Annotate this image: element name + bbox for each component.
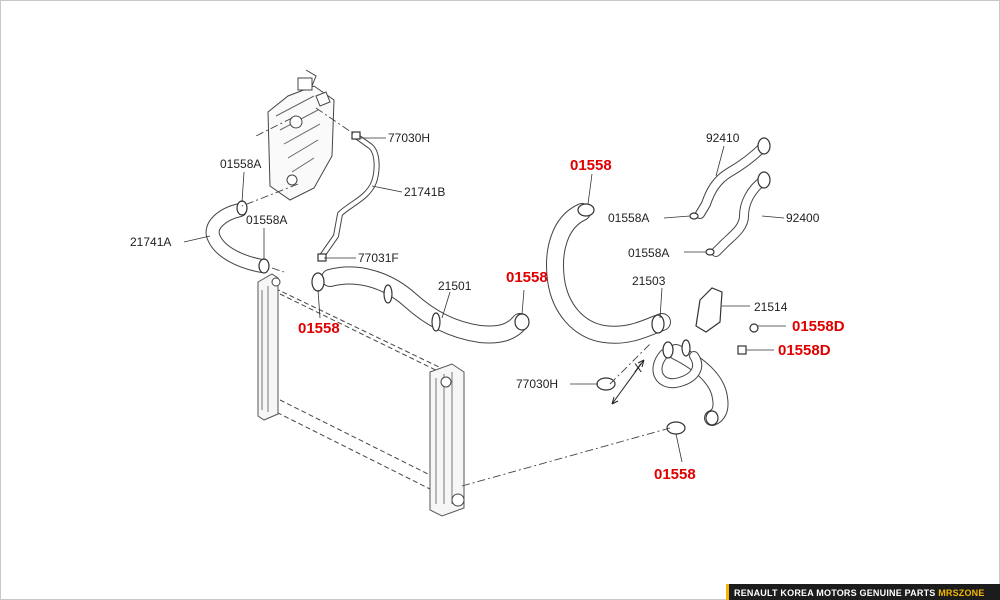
callout-01558D-1[interactable]: 01558D [792, 318, 845, 335]
label-21501: 21501 [438, 279, 472, 293]
callout-01558-top[interactable]: 01558 [570, 157, 612, 174]
label-21514: 21514 [754, 300, 788, 314]
fitting-77031F [317, 253, 327, 262]
callout-01558D-2[interactable]: 01558D [778, 342, 831, 359]
bracket-21514 [695, 287, 723, 333]
clamp-01558D-1 [749, 323, 759, 333]
callout-01558-bottom[interactable]: 01558 [654, 466, 696, 483]
label-x: X [634, 361, 642, 375]
fitting-01558D-2 [737, 345, 747, 355]
clamp-01558-left [311, 272, 325, 292]
callout-01558-left[interactable]: 01558 [298, 320, 340, 337]
hoses [205, 133, 769, 426]
clamp-01558-mid [514, 313, 530, 331]
clamps [236, 131, 771, 435]
clamp-01558A-4 [705, 248, 715, 256]
clamp-01558A-3 [689, 212, 699, 220]
clamp-hose-21501-b [431, 312, 441, 332]
label-92400: 92400 [786, 211, 820, 225]
callout-01558-mid[interactable]: 01558 [506, 269, 548, 286]
label-77030H-top: 77030H [388, 131, 430, 145]
clamp-01558A-2 [258, 258, 270, 274]
label-21503: 21503 [632, 274, 666, 288]
clamp-01558-top [577, 203, 595, 217]
footer-main-text: RENAULT KOREA MOTORS GENUINE PARTS [734, 588, 938, 598]
footer-accent-text: MRSZONE [938, 588, 984, 598]
clamp-77030H-bottom [596, 377, 616, 391]
label-21741A: 21741A [130, 235, 171, 249]
fitting-77030H-top [351, 131, 361, 140]
footer-watermark: RENAULT KOREA MOTORS GENUINE PARTS MRSZO… [726, 584, 1000, 600]
label-01558A-3: 01558A [608, 211, 649, 225]
label-01558A-4: 01558A [628, 246, 669, 260]
svg-text:RENAULT KOREA MOTORS GENUINE P: RENAULT KOREA MOTORS GENUINE PARTS MRSZO… [734, 588, 985, 598]
leader-lines [241, 107, 671, 487]
expansion-tank [267, 69, 335, 201]
label-92410: 92410 [706, 131, 740, 145]
label-77031F: 77031F [358, 251, 399, 265]
label-77030H-bottom: 77030H [516, 377, 558, 391]
radiator [257, 273, 465, 517]
clamp-hose-21501-a [383, 284, 393, 304]
label-21741B: 21741B [404, 185, 445, 199]
x-dimension [611, 359, 645, 405]
label-01558A-1: 01558A [220, 157, 261, 171]
label-01558A-2: 01558A [246, 213, 287, 227]
label-leaders [183, 137, 786, 463]
